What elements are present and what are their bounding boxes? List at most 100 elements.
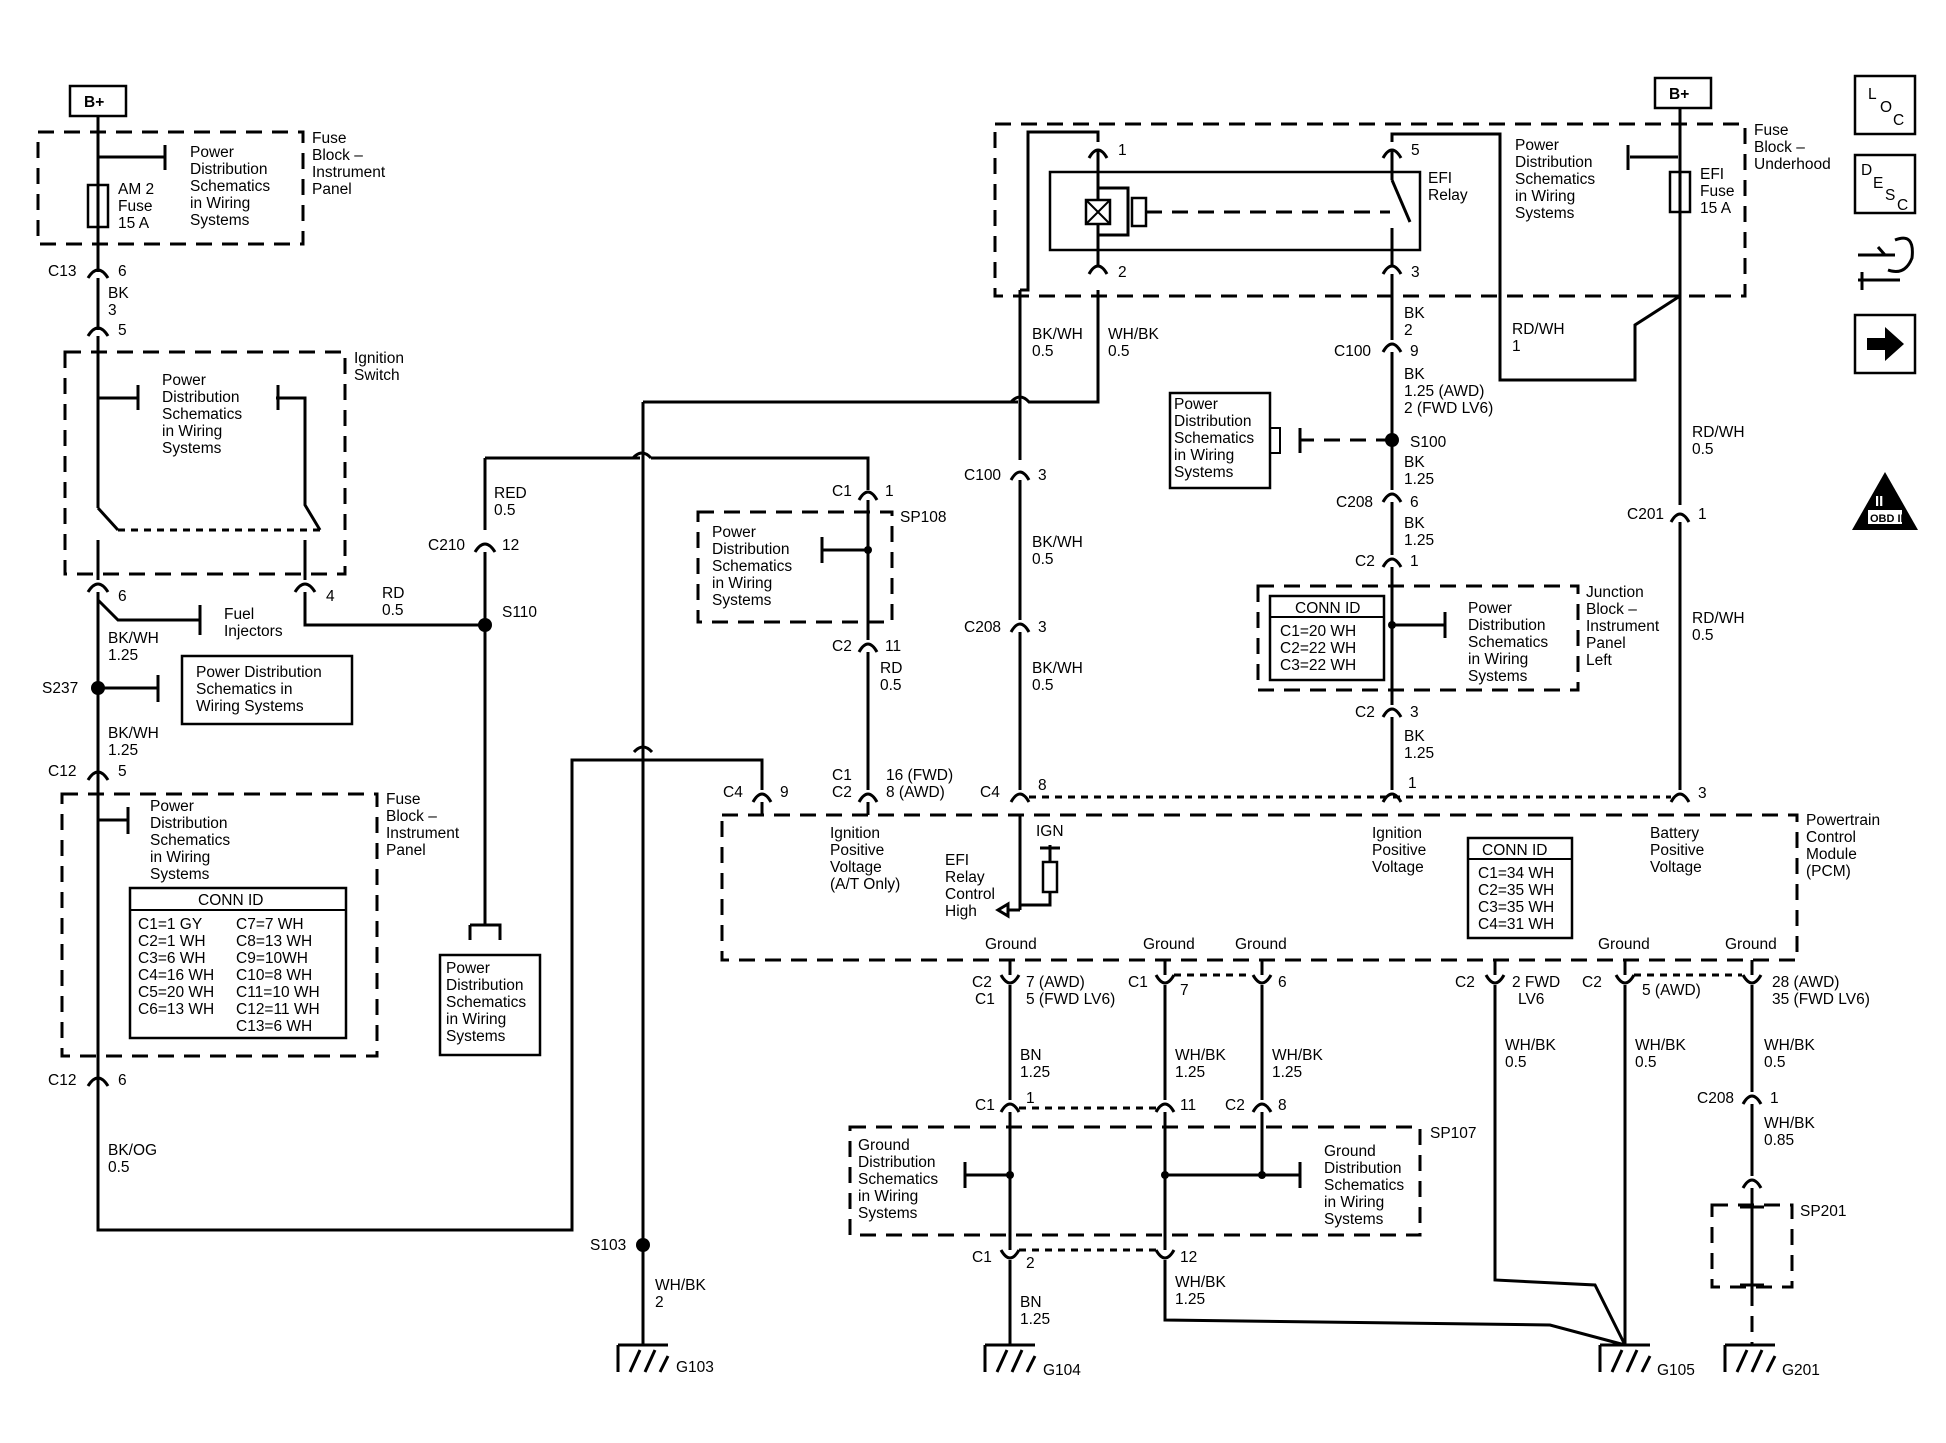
fuse-block-underhood [993, 122, 1747, 298]
s100-label: S100 [1410, 434, 1447, 451]
g-pin-5awd: 5 (AWD) [1642, 982, 1701, 999]
wire-bkwh3: BK/WH [1032, 534, 1083, 551]
pcm-ground-1: Ground [985, 936, 1037, 953]
pcm-ground-2: Ground [1143, 936, 1195, 953]
wire-whbk-e: WH/BK [1764, 1037, 1815, 1054]
wire-red-size: 0.5 [494, 502, 516, 519]
loc-button[interactable]: L O C [1853, 74, 1917, 136]
g-c2-label: C2 [972, 974, 992, 991]
loc-letter-o: O [1880, 99, 1892, 116]
wire-bk-c-size: 1.25 [1404, 532, 1434, 549]
wire-bkog-size: 0.5 [108, 1159, 130, 1176]
relay-pin-5: 5 [1411, 142, 1420, 159]
isw-pin-6: 6 [118, 588, 127, 605]
fuse-block-ip-top [36, 130, 305, 246]
wire-rd2-label: RD [880, 660, 902, 677]
c2c-label: C2 [1355, 704, 1375, 721]
obd-ii-icon: II OBD II [1852, 472, 1918, 530]
wire-whbk-f-size: 0.85 [1764, 1132, 1794, 1149]
g-pin-35: 35 (FWD LV6) [1772, 991, 1870, 1008]
wire-whbk-d: WH/BK [1635, 1037, 1686, 1054]
wire-bk-r: BK [1404, 305, 1425, 322]
wire-bkwh4: BK/WH [1032, 660, 1083, 677]
isw-pin-4: 4 [326, 588, 335, 605]
wire-whbk-b: WH/BK [1272, 1047, 1323, 1064]
next-arrow-button[interactable] [1853, 313, 1917, 375]
sp107-label: SP107 [1430, 1125, 1477, 1142]
c201-label: C201 [1627, 506, 1664, 523]
wire-bk-c: BK [1404, 515, 1425, 532]
c1-pcm-label: C1 [832, 767, 852, 784]
wire-bkwh-label: BK/WH [108, 630, 159, 647]
sp108-label: SP108 [900, 509, 947, 526]
c13-pin: 6 [118, 263, 127, 280]
wire-bk-d: BK [1404, 728, 1425, 745]
c12b-label: C12 [48, 1072, 76, 1089]
conn-id-ip-title: CONN ID [198, 892, 263, 909]
wire-bk-a: BK [1404, 366, 1425, 383]
g-c1-label: C1 [975, 991, 995, 1008]
s237-label: S237 [42, 680, 78, 697]
wire-bk-b-size: 1.25 [1404, 471, 1434, 488]
g-pin-lv6: LV6 [1518, 991, 1544, 1008]
c201-pin: 1 [1698, 506, 1707, 523]
desc-button[interactable]: D E S C [1853, 153, 1917, 215]
repair-icon[interactable] [1858, 236, 1914, 290]
wire-rdwh3-label: RD/WH [1692, 610, 1745, 627]
pcm-ground-4: Ground [1598, 936, 1650, 953]
desc-letter-e: E [1873, 175, 1883, 192]
svg-text:G105: G105 [1657, 1362, 1695, 1379]
ground-g103: G103 [616, 1343, 714, 1376]
c2a-label: C2 [832, 638, 852, 655]
g-pin-7awd: 7 (AWD) [1026, 974, 1085, 991]
wire-rdwh2-size: 0.5 [1692, 441, 1714, 458]
s110-label: S110 [502, 604, 537, 621]
conn-id-ip-table [128, 886, 348, 1040]
conn-id-pcm-title: CONN ID [1482, 842, 1547, 859]
wire-bk-fwd: 2 (FWD LV6) [1404, 400, 1493, 417]
c210-pin: 12 [502, 537, 519, 554]
c2e-pin: 8 [1278, 1097, 1287, 1114]
wire-bk-r-size: 2 [1404, 322, 1413, 339]
ground-g104: G104 [983, 1343, 1081, 1379]
wire-rdwh2-label: RD/WH [1692, 424, 1745, 441]
wire-bk-b: BK [1404, 454, 1425, 471]
pin-16-fwd: 16 (FWD) [886, 767, 953, 784]
bplus-right: B+ [1653, 76, 1713, 110]
c208a-label: C208 [964, 619, 1001, 636]
conn-id-jb-table [1268, 594, 1386, 682]
c208b-label: C208 [1336, 494, 1373, 511]
loc-letter-c: C [1893, 112, 1904, 129]
wire-bk-d-size: 1.25 [1404, 745, 1434, 762]
g-c1b-label: C1 [1128, 974, 1148, 991]
wire-whbk-r-size: 0.5 [1108, 343, 1130, 360]
c2a-pin: 11 [885, 638, 901, 655]
desc-letter-s: S [1885, 187, 1895, 204]
c4a-pin: 9 [780, 784, 789, 801]
ignition-switch-box [63, 350, 347, 576]
pcm-ign-label: IGN [1036, 823, 1064, 840]
wire-bkwh4-size: 0.5 [1032, 677, 1054, 694]
c1a-pin: 1 [885, 483, 894, 500]
sp201-label: SP201 [1800, 1203, 1847, 1220]
wire-whbk-b-size: 1.25 [1272, 1064, 1302, 1081]
